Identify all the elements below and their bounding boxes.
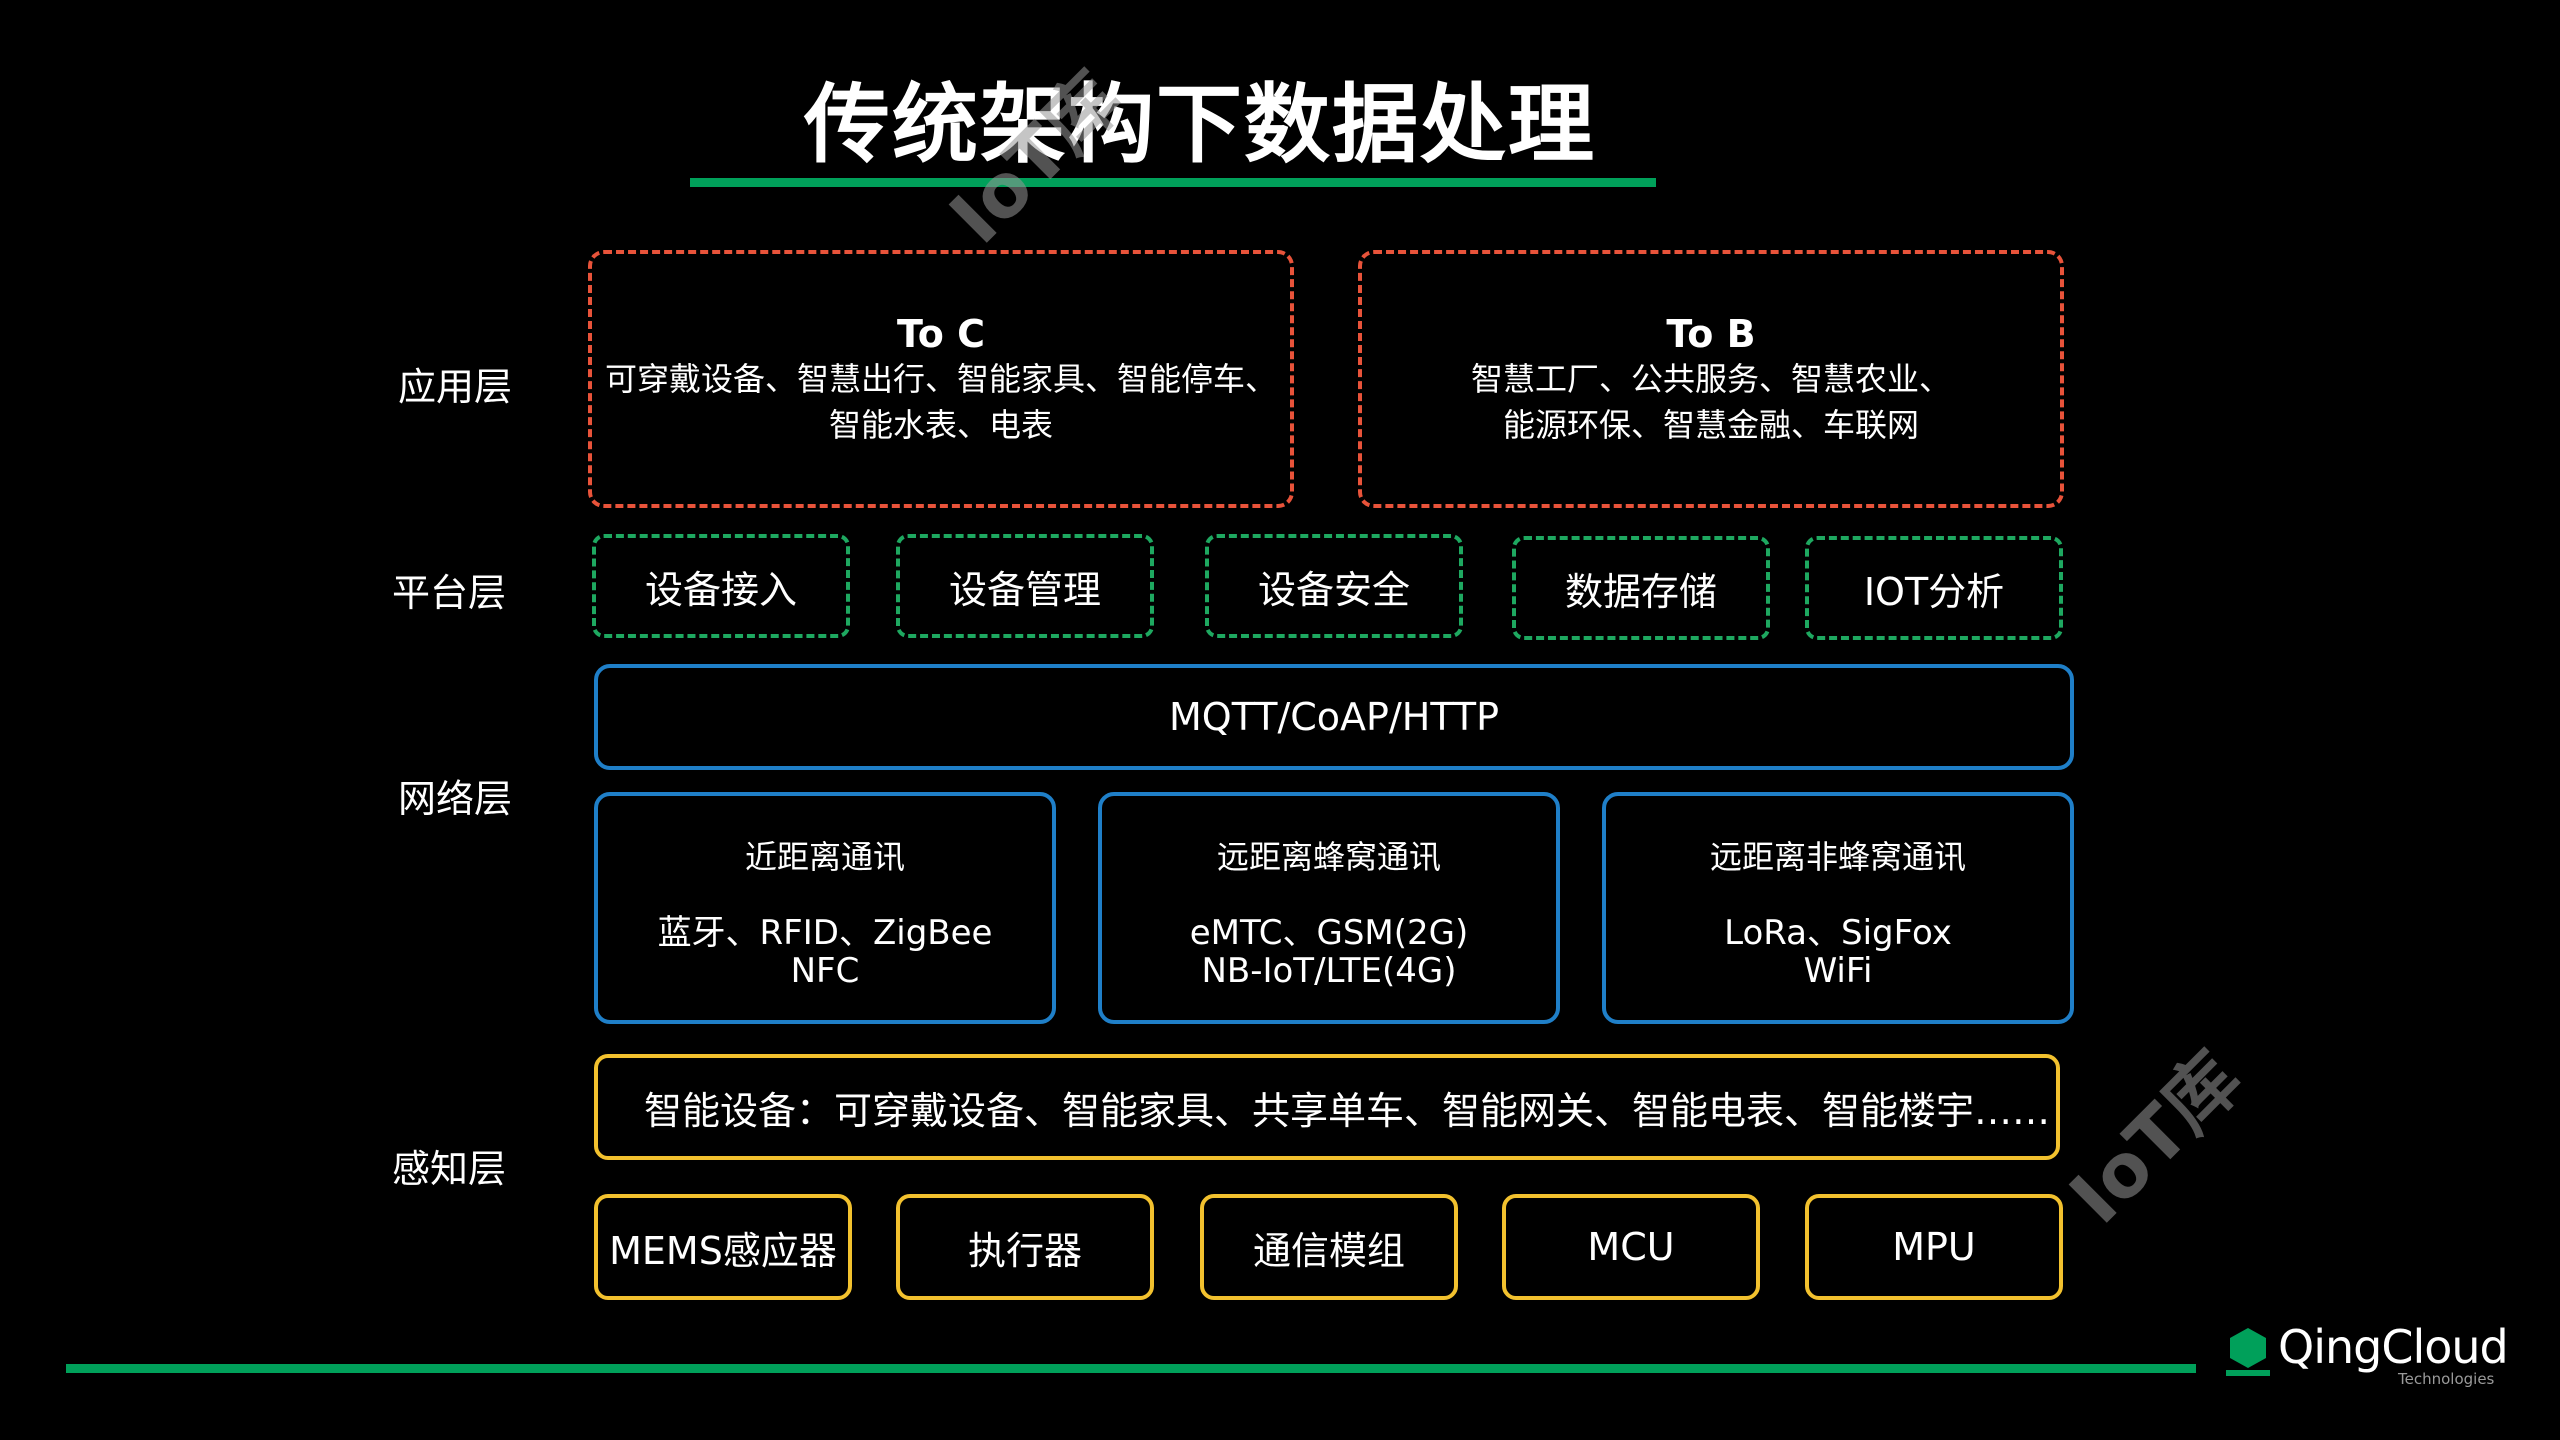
network-group-line: WiFi: [1803, 951, 1873, 991]
component-mems-sensor: MEMS感应器: [594, 1194, 852, 1300]
smart-devices-bar: 智能设备：可穿戴设备、智能家具、共享单车、智能网关、智能电表、智能楼宇……: [594, 1054, 2060, 1160]
brand-name: QingCloud: [2278, 1320, 2509, 1374]
protocols-bar: MQTT/CoAP/HTTP: [594, 664, 2074, 770]
layer-label-perception: 感知层: [392, 1147, 507, 1191]
layer-label-platform: 平台层: [392, 571, 507, 615]
to-b-line: 能源环保、智慧金融、车联网: [1502, 406, 1919, 444]
network-group-line: NFC: [790, 951, 860, 991]
network-group-title: 远距离非蜂窝通讯: [1709, 838, 1966, 876]
platform-item-data-storage: 数据存储: [1512, 536, 1770, 640]
component-mpu: MPU: [1805, 1194, 2063, 1300]
platform-item-iot-analytics: IOT分析: [1805, 536, 2063, 640]
component-comm-module: 通信模组: [1200, 1194, 1458, 1300]
platform-item-device-security: 设备安全: [1205, 534, 1463, 638]
component-mcu: MCU: [1502, 1194, 1760, 1300]
to-b-box: To B 智慧工厂、公共服务、智慧农业、 能源环保、智慧金融、车联网: [1358, 250, 2064, 508]
network-group-title: 远距离蜂窝通讯: [1216, 838, 1441, 876]
brand-subtitle: Technologies: [2398, 1370, 2495, 1388]
network-group-line: LoRa、SigFox: [1724, 913, 1952, 953]
page-title: 传统架构下数据处理: [804, 75, 1596, 175]
platform-item-device-management: 设备管理: [896, 534, 1154, 638]
network-group-cellular: 远距离蜂窝通讯 eMTC、GSM(2G) NB-IoT/LTE(4G): [1098, 792, 1560, 1024]
network-group-short-range: 近距离通讯 蓝牙、RFID、ZigBee NFC: [594, 792, 1056, 1024]
to-c-box: To C 可穿戴设备、智慧出行、智能家具、智能停车、 智能水表、电表: [588, 250, 1294, 508]
network-group-line: 蓝牙、RFID、ZigBee: [657, 913, 993, 953]
network-group-non-cellular: 远距离非蜂窝通讯 LoRa、SigFox WiFi: [1602, 792, 2074, 1024]
layer-label-application: 应用层: [398, 365, 513, 409]
qingcloud-logo-icon: [2222, 1326, 2274, 1378]
title-underline: [690, 178, 1656, 187]
to-b-line: 智慧工厂、公共服务、智慧农业、: [1470, 360, 1951, 398]
network-group-line: NB-IoT/LTE(4G): [1201, 951, 1457, 991]
network-group-title: 近距离通讯: [744, 838, 905, 876]
to-c-line: 智能水表、电表: [828, 406, 1053, 444]
platform-item-device-access: 设备接入: [592, 534, 850, 638]
watermark: IoT库: [2053, 1035, 2259, 1241]
to-c-line: 可穿戴设备、智慧出行、智能家具、智能停车、: [604, 360, 1277, 398]
footer-line: [66, 1364, 2196, 1373]
to-b-title: To B: [1666, 312, 1756, 356]
layer-label-network: 网络层: [398, 777, 513, 821]
network-group-line: eMTC、GSM(2G): [1189, 913, 1469, 953]
to-c-title: To C: [896, 312, 986, 356]
component-actuator: 执行器: [896, 1194, 1154, 1300]
